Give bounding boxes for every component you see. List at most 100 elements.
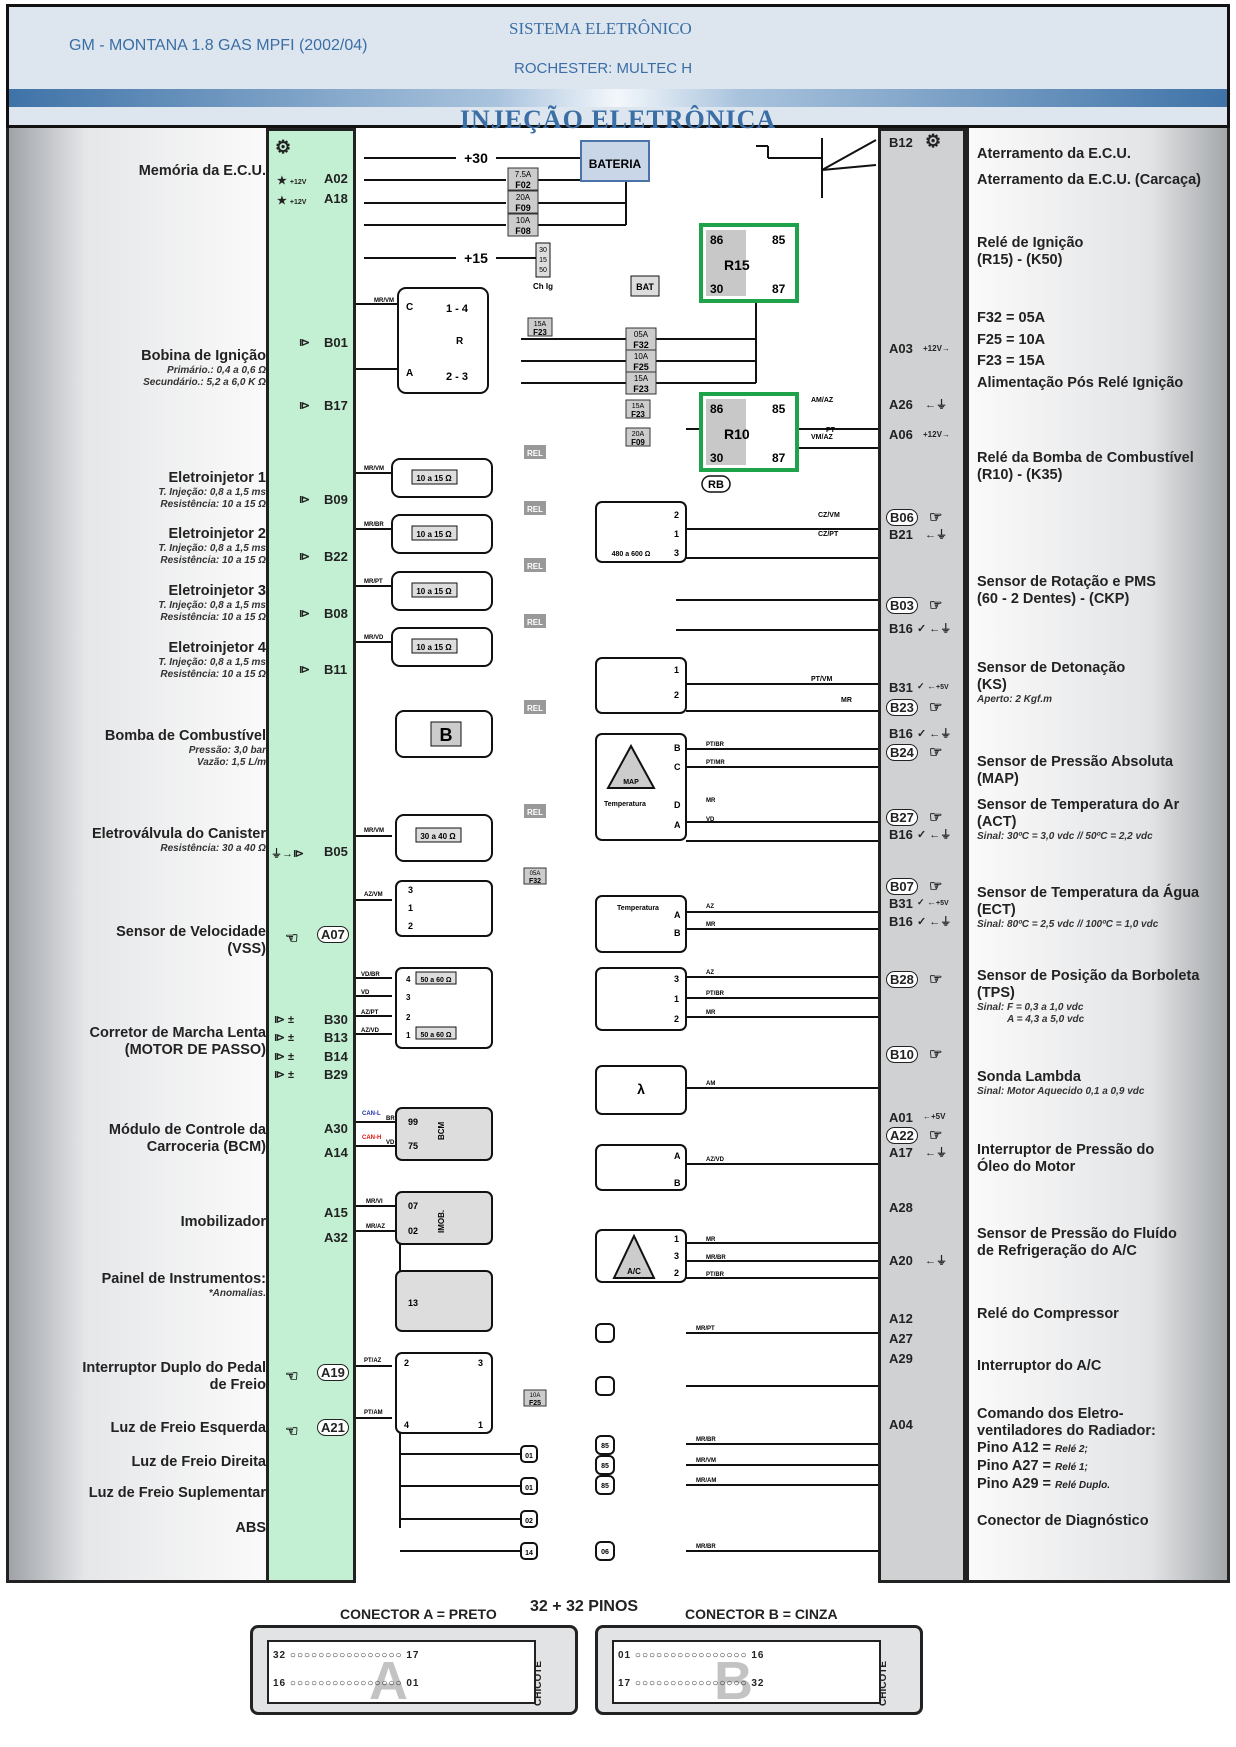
pin-B16[interactable]: B16 (889, 827, 913, 842)
svg-text:85: 85 (772, 233, 786, 247)
pin-A20[interactable]: A20 (889, 1253, 913, 1268)
pin-A17[interactable]: A17 (889, 1145, 913, 1160)
ground-output-icon: ⏚→⧐ (271, 848, 304, 860)
compressor-relay-terminal: MR/PT (595, 1323, 715, 1343)
pin-B16[interactable]: B16 (889, 914, 913, 929)
pin-A07[interactable]: A07 (317, 926, 349, 943)
pin-B31[interactable]: B31 (889, 680, 913, 695)
connector-b: B 01 ○○○○○○○○○○○○○○○○ 16 17 ○○○○○○○○○○○○… (595, 1625, 923, 1715)
right-label-radiator-fans: Comando dos Eletro-ventiladores do Radia… (977, 1406, 1156, 1492)
svg-text:F23: F23 (633, 384, 649, 394)
pin-B03[interactable]: B03 (886, 597, 918, 614)
svg-text:CAN-L: CAN-L (362, 1111, 381, 1117)
pin-A03[interactable]: A03 (889, 341, 913, 356)
pin-A21[interactable]: A21 (317, 1419, 349, 1436)
svg-text:MR/VM: MR/VM (696, 1458, 716, 1464)
pin-B23[interactable]: B23 (886, 699, 918, 716)
svg-text:F32: F32 (529, 878, 541, 885)
connector-b-letter: B (714, 1651, 753, 1711)
svg-text:2: 2 (674, 690, 679, 700)
pin-A15[interactable]: A15 (324, 1205, 348, 1220)
svg-text:2 - 3: 2 - 3 (446, 371, 468, 383)
svg-text:2: 2 (674, 510, 679, 520)
svg-text:MR/BR: MR/BR (706, 1255, 726, 1261)
header-band (9, 89, 1227, 107)
pin-A32[interactable]: A32 (324, 1230, 348, 1245)
bidirectional-output-icon: ⧐ ± (274, 1051, 295, 1063)
svg-text:87: 87 (772, 451, 786, 465)
pin-B29[interactable]: B29 (324, 1067, 348, 1082)
pin-B01[interactable]: B01 (324, 335, 348, 350)
pin-A12[interactable]: A12 (889, 1311, 913, 1326)
pin-B27[interactable]: B27 (886, 809, 918, 826)
pin-B24[interactable]: B24 (886, 744, 918, 761)
pin-B22[interactable]: B22 (324, 549, 348, 564)
left-label-injector-3: Eletroinjetor 3 T. Injeção: 0,8 a 1,5 ms… (158, 583, 266, 623)
pin-B17[interactable]: B17 (324, 398, 348, 413)
svg-text:13: 13 (408, 1298, 418, 1308)
svg-text:01: 01 (525, 1485, 533, 1492)
right-label-act: Sensor de Temperatura do Ar(ACT)Sinal: 3… (977, 797, 1180, 842)
pin-A06[interactable]: A06 (889, 427, 913, 442)
pin-A27[interactable]: A27 (889, 1331, 913, 1346)
pin-A28[interactable]: A28 (889, 1200, 913, 1215)
pin-B31[interactable]: B31 (889, 896, 913, 911)
svg-text:REL: REL (527, 505, 543, 514)
connector-a-letter: A (369, 1651, 408, 1711)
pin-A01[interactable]: A01 (889, 1110, 913, 1125)
pin-B10[interactable]: B10 (886, 1046, 918, 1063)
svg-text:50: 50 (539, 267, 547, 274)
pin-B21[interactable]: B21 (889, 527, 913, 542)
pin-B09[interactable]: B09 (324, 492, 348, 507)
pin-A22[interactable]: A22 (886, 1127, 918, 1144)
pin-A30[interactable]: A30 (324, 1121, 348, 1136)
svg-text:99: 99 (408, 1117, 418, 1127)
right-label-ecu-case-ground: Aterramento da E.C.U. (Carcaça) (977, 172, 1202, 188)
svg-text:R15: R15 (724, 257, 750, 273)
svg-text:A/C: A/C (627, 1267, 641, 1276)
svg-text:Ch Ig: Ch Ig (533, 282, 553, 291)
svg-text:BCM: BCM (437, 1121, 446, 1140)
svg-text:MR/VI: MR/VI (366, 1199, 383, 1205)
pin-A26[interactable]: A26 (889, 397, 913, 412)
pin-B30[interactable]: B30 (324, 1012, 348, 1027)
svg-text:Temperatura: Temperatura (604, 801, 646, 808)
pin-A19[interactable]: A19 (317, 1364, 349, 1381)
svg-text:VD: VD (386, 1140, 395, 1146)
svg-text:10 a 15 Ω: 10 a 15 Ω (416, 530, 452, 539)
pin-A29[interactable]: A29 (889, 1351, 913, 1366)
svg-text:10 a 15 Ω: 10 a 15 Ω (416, 587, 452, 596)
pin-B08[interactable]: B08 (324, 606, 348, 621)
pin-A18[interactable]: A18 (324, 191, 348, 206)
pin-B11[interactable]: B11 (324, 662, 348, 677)
ignition-coil: C R A 1 - 4 2 - 3 MR/VM (374, 287, 489, 394)
svg-text:REL: REL (527, 808, 543, 817)
pin-B05[interactable]: B05 (324, 844, 348, 859)
svg-text:86: 86 (710, 402, 724, 416)
pin-B16[interactable]: B16 (889, 621, 913, 636)
pin-B06[interactable]: B06 (886, 509, 918, 526)
svg-text:2: 2 (404, 1358, 409, 1368)
pin-A14[interactable]: A14 (324, 1145, 348, 1160)
pin-A04[interactable]: A04 (889, 1417, 913, 1432)
output-signal-icon: ⧐ (299, 337, 310, 349)
pin-B12[interactable]: B12 (889, 135, 913, 150)
pin-B16[interactable]: B16 (889, 726, 913, 741)
svg-text:01: 01 (525, 1453, 533, 1460)
connector-a-row-1: 32 ○○○○○○○○○○○○○○○○ 17 (273, 1650, 420, 1661)
supply-arrow-icon: ←+5V (923, 1112, 946, 1121)
harness-label: CHICOTE (533, 1661, 544, 1706)
pin-B13[interactable]: B13 (324, 1030, 348, 1045)
hand-pointer-icon: ☞ (929, 509, 943, 526)
pin-B28[interactable]: B28 (886, 971, 918, 988)
pin-A02[interactable]: A02 (324, 171, 348, 186)
pin-B14[interactable]: B14 (324, 1049, 348, 1064)
pin-B07[interactable]: B07 (886, 878, 918, 895)
